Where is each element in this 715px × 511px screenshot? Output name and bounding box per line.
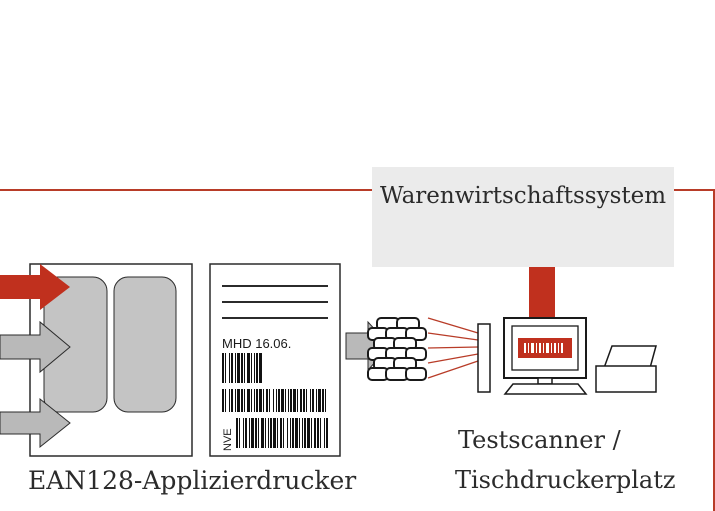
barcode-bar xyxy=(263,389,264,412)
barcode-bar xyxy=(307,418,310,448)
barcode-bar xyxy=(266,389,268,412)
barcode-bar xyxy=(247,353,250,383)
barcode-bar xyxy=(299,418,300,448)
barcode-bar xyxy=(295,418,298,448)
barcode-bar xyxy=(269,389,270,412)
barcode-bar xyxy=(314,418,316,448)
barcode-bar xyxy=(304,418,306,448)
barcode-bar xyxy=(247,389,250,412)
barcode-bar xyxy=(280,418,282,448)
barcode-bar xyxy=(251,389,252,412)
barcode-bar xyxy=(225,353,226,383)
barcode-bar xyxy=(326,418,328,448)
barcode-1 xyxy=(222,353,262,383)
red-input-arrow xyxy=(0,264,70,310)
barcode-bar xyxy=(251,353,252,383)
barcode-bar xyxy=(297,389,298,412)
label-sheet-lines xyxy=(222,285,328,319)
barcode-bar xyxy=(259,389,262,412)
computer-monitor-icon xyxy=(503,317,588,395)
barcode-bar xyxy=(292,418,294,448)
hand-scanner-icon xyxy=(477,323,491,393)
tischdruckerplatz-label: Tischdruckerplatz xyxy=(455,466,676,494)
barcode-bar xyxy=(324,418,325,448)
barcode-bar xyxy=(316,389,317,412)
barcode-bar xyxy=(318,389,321,412)
barcode-bar xyxy=(256,389,258,412)
barcode-bar xyxy=(236,418,238,448)
barcode-bar xyxy=(322,389,324,412)
barcode-bar xyxy=(225,389,226,412)
barcode-bar xyxy=(265,418,266,448)
barcode-bar xyxy=(300,389,302,412)
mhd-text: MHD 16.06. xyxy=(222,336,291,351)
barcode-3 xyxy=(236,418,328,448)
barcode-bar xyxy=(317,418,319,448)
nve-text: NVE xyxy=(222,428,234,451)
barcode-bar xyxy=(222,353,224,383)
barcode-bar xyxy=(311,418,312,448)
barcode-bar xyxy=(254,353,255,383)
barcode-2 xyxy=(222,389,326,412)
barcode-bar xyxy=(285,389,286,412)
barcode-bar xyxy=(287,418,288,448)
barcode-bar xyxy=(237,389,240,412)
barcode-bar xyxy=(229,389,230,412)
barcode-bar xyxy=(293,389,296,412)
testscanner-label: Testscanner / xyxy=(458,426,621,454)
barcode-bar xyxy=(273,418,276,448)
barcode-bar xyxy=(283,418,284,448)
barcode-bar xyxy=(231,389,233,412)
barcode-bar xyxy=(290,389,292,412)
barcode-bar xyxy=(244,353,245,383)
barcode-bar xyxy=(254,389,255,412)
barcode-bar xyxy=(303,389,305,412)
gray-input-arrow-2 xyxy=(0,397,71,449)
gray-input-arrow-1 xyxy=(0,320,71,374)
scanner-brick-icon xyxy=(367,317,427,381)
barcode-bar xyxy=(231,353,233,383)
barcode-bar xyxy=(235,353,236,383)
desk-printer-icon xyxy=(595,345,657,393)
barcode-bar xyxy=(276,389,277,412)
barcode-bar xyxy=(270,418,272,448)
barcode-bar xyxy=(278,389,280,412)
barcode-bar xyxy=(244,389,245,412)
barcode-bar xyxy=(222,389,224,412)
barcode-bar xyxy=(256,353,258,383)
barcode-bar xyxy=(249,418,250,448)
frame-outline xyxy=(0,189,715,511)
barcode-bar xyxy=(268,418,269,448)
barcode-bar xyxy=(239,418,240,448)
barcode-bar xyxy=(312,389,314,412)
barcode-bar xyxy=(237,353,240,383)
barcode-bar xyxy=(277,418,278,448)
barcode-bar xyxy=(325,389,326,412)
barcode-bar xyxy=(259,353,262,383)
printer-module-right xyxy=(113,276,177,413)
barcode-bar xyxy=(281,389,284,412)
barcode-bar xyxy=(320,418,321,448)
barcode-bar xyxy=(241,389,243,412)
scanner-beams xyxy=(427,317,479,379)
applizierdrucker-label: EAN128-Applizierdrucker xyxy=(28,466,357,495)
warenwirtschaftssystem-label: Warenwirtschaftssystem xyxy=(379,183,667,209)
warenwirtschaftssystem-box xyxy=(372,167,674,267)
barcode-bar xyxy=(229,353,230,383)
barcode-bar xyxy=(288,389,289,412)
barcode-bar xyxy=(235,389,236,412)
barcode-bar xyxy=(255,418,257,448)
barcode-bar xyxy=(302,418,303,448)
barcode-bar xyxy=(290,418,291,448)
barcode-bar xyxy=(245,418,247,448)
barcode-bar xyxy=(241,353,243,383)
barcode-bar xyxy=(310,389,311,412)
barcode-bar xyxy=(251,418,254,448)
barcode-bar xyxy=(273,389,274,412)
barcode-bar xyxy=(243,418,244,448)
barcode-bar xyxy=(306,389,307,412)
barcode-bar xyxy=(261,418,264,448)
barcode-bar xyxy=(258,418,259,448)
